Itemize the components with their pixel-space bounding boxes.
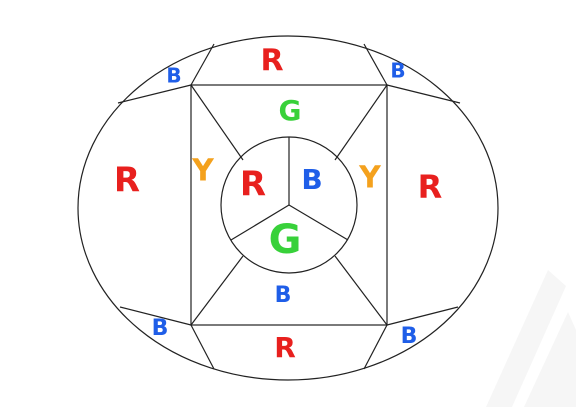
label-center-bottom: G	[269, 217, 302, 263]
label-inner-left: Y	[191, 154, 215, 189]
circle-split-left	[230, 204, 290, 241]
edge-tl-left	[117, 84, 192, 104]
inner-square	[190, 84, 388, 326]
label-center-right: B	[301, 163, 322, 196]
outer-ellipse	[77, 35, 499, 381]
edge-br-down	[363, 324, 388, 370]
label-inner-right: Y	[358, 161, 382, 196]
edge-tl-up	[190, 43, 215, 86]
edge-tr-up	[363, 43, 388, 86]
label-top-outer: R	[260, 44, 283, 79]
edge-tr-right	[386, 84, 461, 104]
label-corner-bottom-right: B	[401, 324, 418, 349]
label-bottom-outer: R	[274, 331, 296, 364]
circle-split-right	[288, 204, 349, 241]
label-corner-bottom-left: B	[152, 316, 169, 341]
watermark	[486, 270, 576, 407]
diag-br	[334, 255, 388, 326]
edge-bl-down	[190, 324, 215, 370]
label-corner-top-right: B	[390, 59, 405, 83]
diag-tr	[334, 84, 388, 161]
diag-tl	[190, 84, 244, 161]
label-center-left: R	[240, 165, 266, 205]
edge-br-right	[386, 306, 459, 326]
label-inner-top: G	[279, 94, 302, 127]
diag-bl	[190, 255, 244, 326]
label-corner-top-left: B	[166, 64, 181, 88]
label-inner-bottom: B	[275, 283, 292, 308]
label-left-outer: R	[114, 161, 140, 201]
label-right-outer: R	[418, 168, 443, 206]
edge-bl-left	[119, 306, 192, 326]
